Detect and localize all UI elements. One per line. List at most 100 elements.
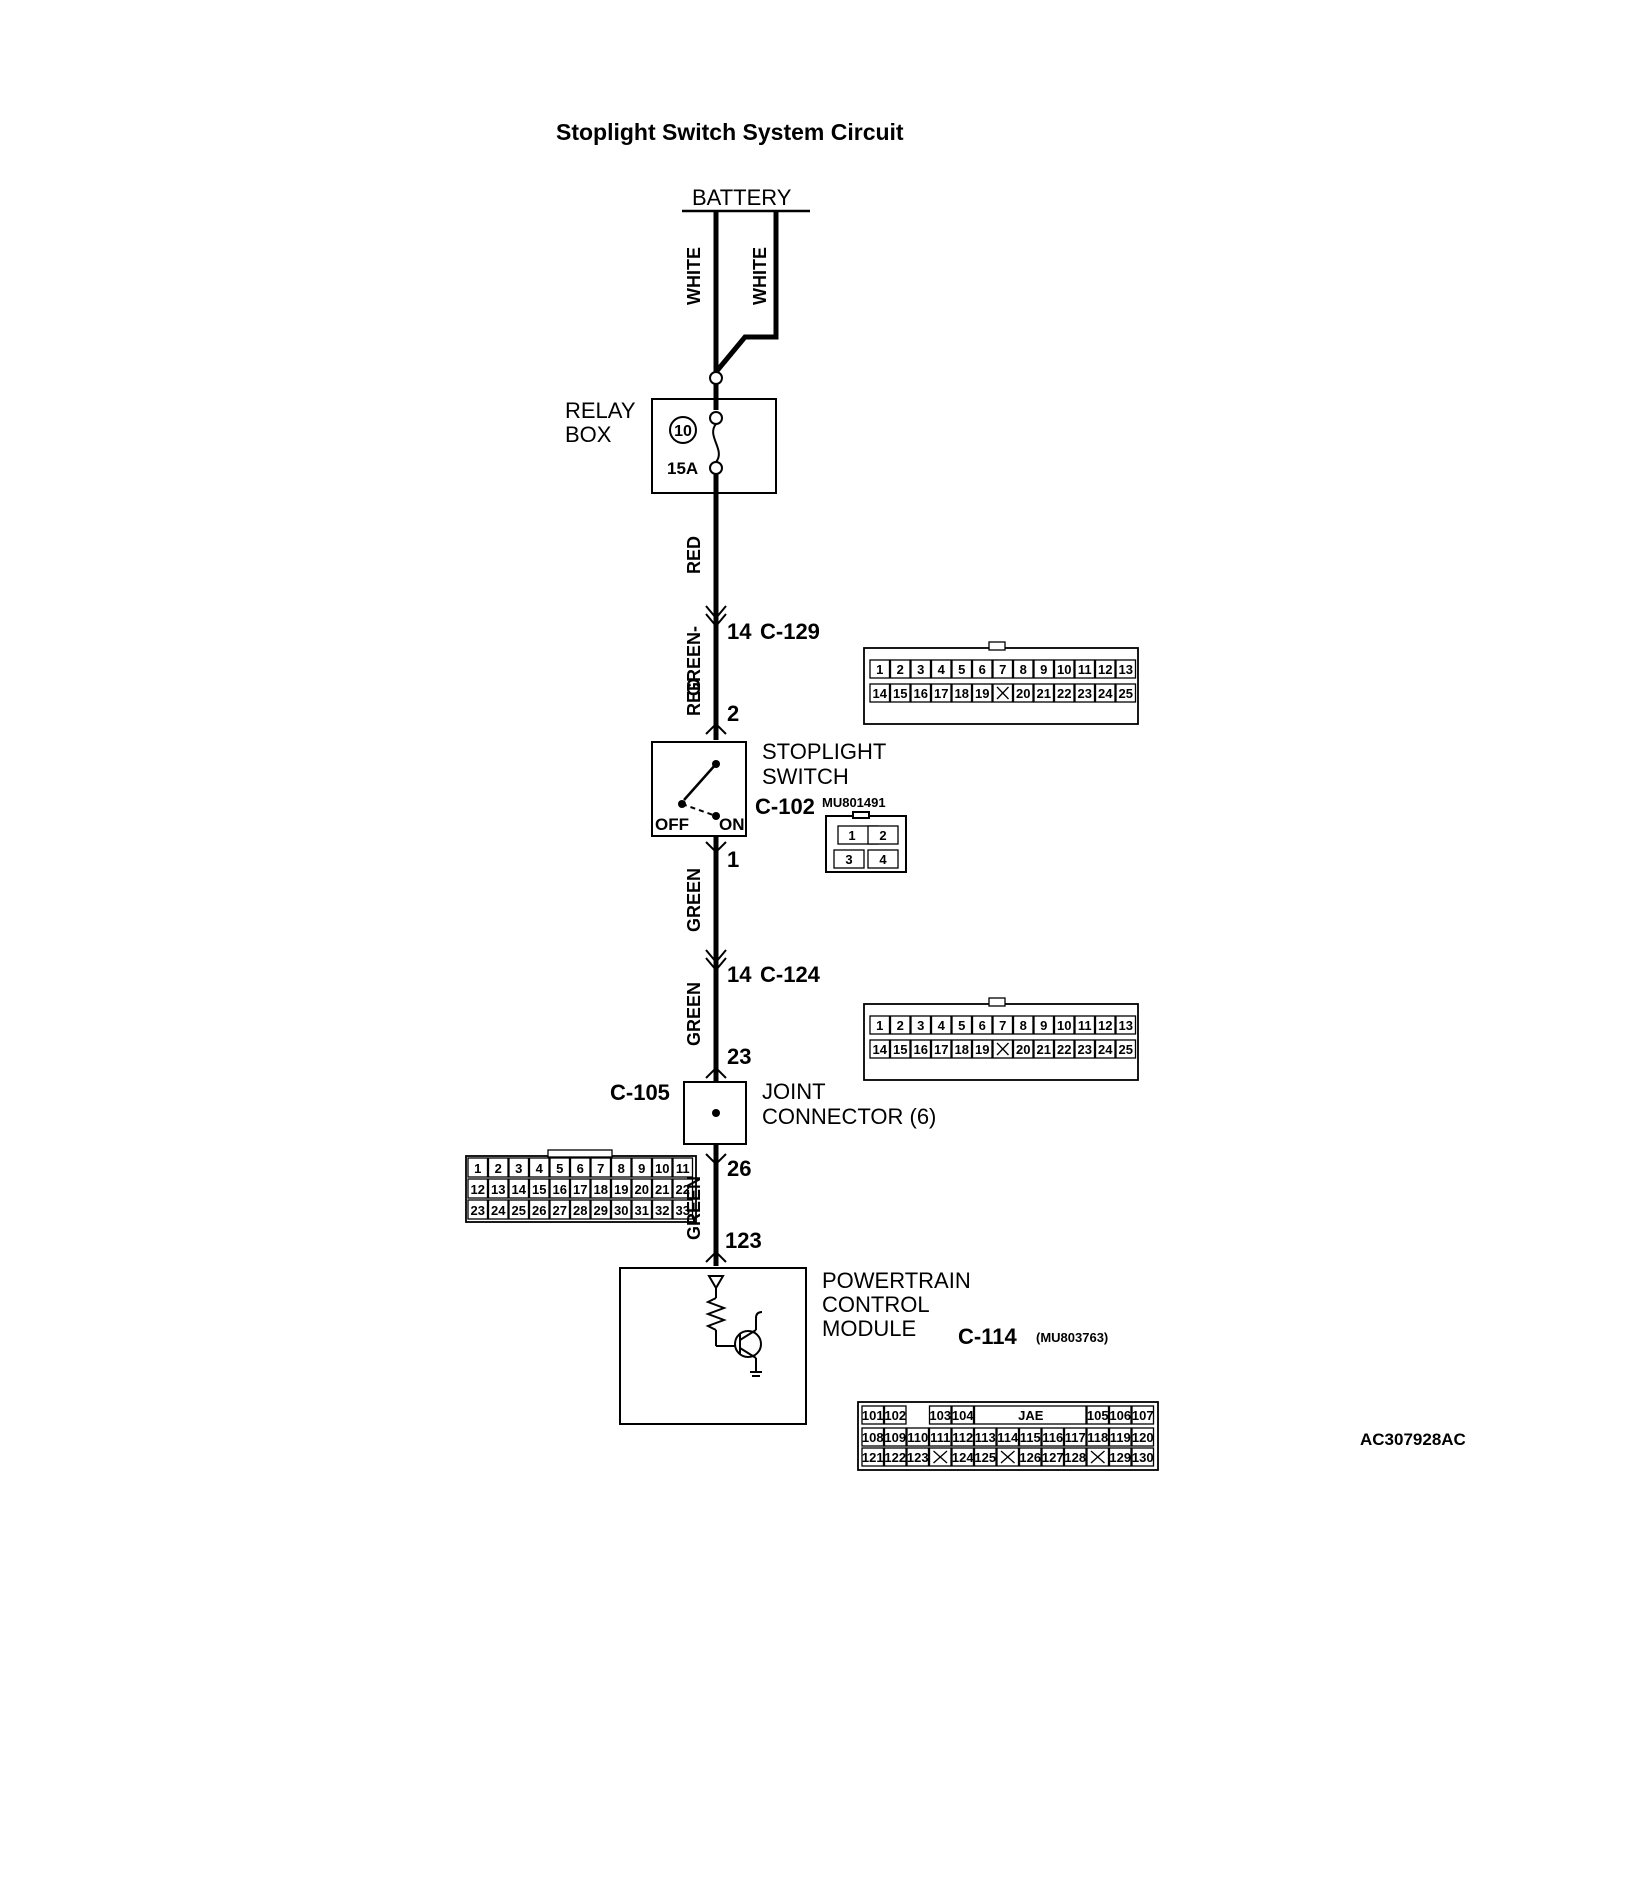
- wire-color-label: WHITE: [750, 247, 770, 305]
- blank-pin-mark: [1090, 1450, 1105, 1464]
- pin-cell: [1086, 1427, 1110, 1447]
- pin-cell: [951, 1427, 975, 1447]
- pin-number: 32: [655, 1203, 669, 1218]
- pin-cell: [508, 1157, 530, 1178]
- pin-number: 20: [1016, 1042, 1030, 1057]
- transistor-icon: [705, 1275, 763, 1377]
- pin-number: 10: [1057, 1018, 1071, 1033]
- pin-number: 31: [635, 1203, 649, 1218]
- pin-cell: [971, 1039, 993, 1059]
- pin-number: 1: [876, 1018, 883, 1033]
- pin-number: 122: [884, 1450, 906, 1465]
- pin-number: 14: [873, 1042, 888, 1057]
- pin-number: 123: [907, 1450, 929, 1465]
- pin-label: 1: [727, 847, 739, 872]
- pin-number: 102: [884, 1408, 906, 1423]
- pin-number: 12: [471, 1182, 485, 1197]
- switch-on-label: ON: [719, 815, 745, 834]
- wire-color-label: GREEN-: [684, 626, 704, 696]
- fuse-rating: 15A: [667, 459, 698, 478]
- pin-cell: [971, 659, 993, 679]
- pin-number: 104: [952, 1408, 974, 1423]
- pin-label: 14: [727, 962, 752, 987]
- pin-cell: [930, 683, 952, 703]
- pin-cell: [996, 1427, 1020, 1447]
- pin-number: 8: [1020, 1018, 1027, 1033]
- pin-4: 4: [879, 852, 887, 867]
- pin-cell: [651, 1178, 673, 1199]
- pin-number: 17: [934, 686, 948, 701]
- pin-number: 11: [1078, 662, 1092, 677]
- blank-pin-mark: [933, 1450, 948, 1464]
- pin-cell: [487, 1157, 509, 1178]
- pin-cell: [1094, 1039, 1116, 1059]
- pin-cell: [951, 1447, 975, 1467]
- blank-pin-mark: [1000, 1450, 1015, 1464]
- pin-number: 112: [952, 1430, 973, 1445]
- pin-number: 9: [1040, 662, 1047, 677]
- pin-number: 5: [958, 1018, 965, 1033]
- pin-number: 20: [635, 1182, 649, 1197]
- pin-cell: [1108, 1427, 1132, 1447]
- pin-number: 5: [556, 1161, 563, 1176]
- pin-number: 8: [1020, 662, 1027, 677]
- pin-number: 22: [1057, 686, 1071, 701]
- pin-number: 14: [512, 1182, 527, 1197]
- pin-number: 11: [676, 1161, 690, 1176]
- pin-cell: [910, 683, 932, 703]
- pin-number: 116: [1042, 1430, 1063, 1445]
- pin-cell: [861, 1427, 885, 1447]
- pin-cell: [508, 1199, 530, 1220]
- pin-cell: [631, 1178, 653, 1199]
- pin-cell: [590, 1157, 612, 1178]
- battery-label: BATTERY: [692, 185, 792, 210]
- pin-number: 118: [1087, 1430, 1108, 1445]
- pin-number: 10: [1057, 662, 1071, 677]
- connector-brand: JAE: [1018, 1408, 1044, 1423]
- pin-cell: [973, 1447, 997, 1467]
- pin-label: 26: [727, 1156, 751, 1181]
- pin-number: 120: [1132, 1430, 1154, 1445]
- pin-number: 14: [873, 686, 888, 701]
- pin-number: 114: [997, 1430, 1019, 1445]
- wire-color-label: GREEN: [684, 982, 704, 1046]
- pin-number: 25: [1119, 686, 1133, 701]
- pin-cell: [951, 1015, 973, 1035]
- pin-number: 9: [638, 1161, 645, 1176]
- pin-cell: [889, 1015, 911, 1035]
- switch-label-2: SWITCH: [762, 764, 849, 789]
- pin-cell: [930, 659, 952, 679]
- pin-cell: [910, 659, 932, 679]
- blank-pin-mark: [996, 1042, 1009, 1056]
- pin-number: 115: [1020, 1430, 1041, 1445]
- pin-number: 9: [1040, 1018, 1047, 1033]
- pin-cell: [528, 1178, 550, 1199]
- battery-wire-2: [714, 211, 779, 374]
- pin-number: 16: [914, 1042, 928, 1057]
- pin-number: 2: [495, 1161, 502, 1176]
- pin-cell: [951, 659, 973, 679]
- pin-cell: [910, 1015, 932, 1035]
- pin-cell: [487, 1178, 509, 1199]
- pin-number: 18: [955, 686, 969, 701]
- pin-number: 17: [573, 1182, 587, 1197]
- pin-cell: [467, 1157, 489, 1178]
- pin-number: 30: [614, 1203, 628, 1218]
- pin-cell: [672, 1157, 694, 1178]
- pin-cell: [869, 1015, 891, 1035]
- pin-number: 107: [1132, 1408, 1154, 1423]
- pin-number: 13: [491, 1182, 505, 1197]
- diagram-title: Stoplight Switch System Circuit: [556, 119, 904, 145]
- pin-number: 7: [597, 1161, 604, 1176]
- pin-cell: [1063, 1447, 1087, 1467]
- pin-cell: [1033, 1039, 1055, 1059]
- pin-number: 3: [515, 1161, 522, 1176]
- joint-label: JOINT: [762, 1079, 826, 1104]
- pin-cell: [610, 1199, 632, 1220]
- pin-cell: [610, 1157, 632, 1178]
- pin-number: 119: [1110, 1430, 1131, 1445]
